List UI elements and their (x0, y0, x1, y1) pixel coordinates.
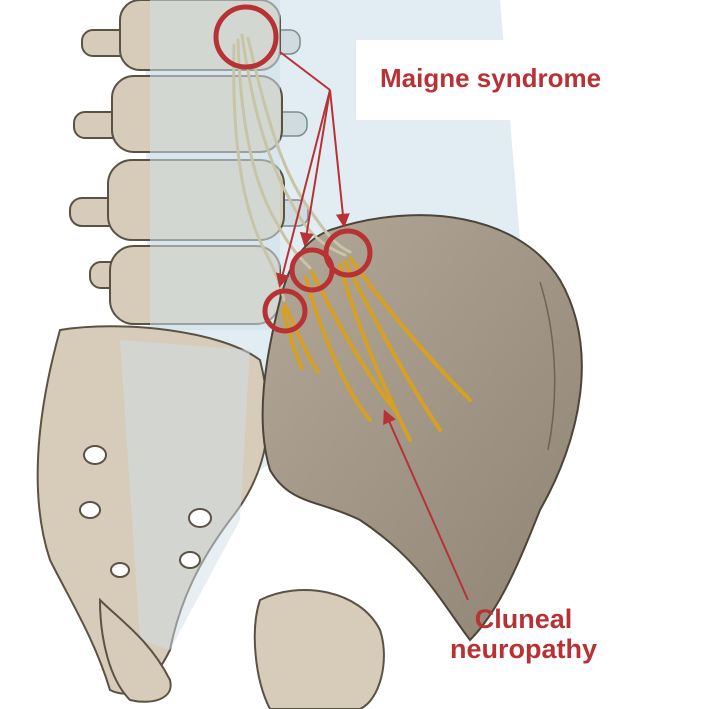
femur (253, 589, 385, 709)
circle-thoracolumbar (213, 4, 279, 70)
maigne-syndrome-label: Maigne syndrome (380, 63, 602, 93)
arrow-cluneal (383, 409, 469, 601)
arrow-to-nerve-1 (329, 89, 350, 228)
circle-nerve-3 (262, 288, 308, 334)
arrow-to-nerve-2 (299, 89, 331, 247)
spine-overlay (150, 0, 280, 330)
maigne-label-box (356, 40, 676, 120)
sacrum-overlay (120, 340, 250, 650)
cluneal-neuropathy-label: Cluneal neuropathy (450, 604, 597, 664)
iliac-crest-line (539, 281, 556, 451)
compression-circles (213, 4, 373, 334)
sacral-foramina (79, 445, 212, 578)
coccyx (98, 597, 172, 703)
arrow-to-nerve-3 (276, 89, 331, 288)
nerve-roots (232, 33, 352, 302)
annotation-arrows (276, 51, 469, 601)
ilium (261, 214, 583, 642)
arrow-to-spine (279, 51, 331, 91)
cluneal-label-line-2: neuropathy (450, 634, 598, 665)
cluneal-label-line-1: Cluneal (474, 604, 573, 634)
circle-nerve-2 (289, 247, 335, 293)
